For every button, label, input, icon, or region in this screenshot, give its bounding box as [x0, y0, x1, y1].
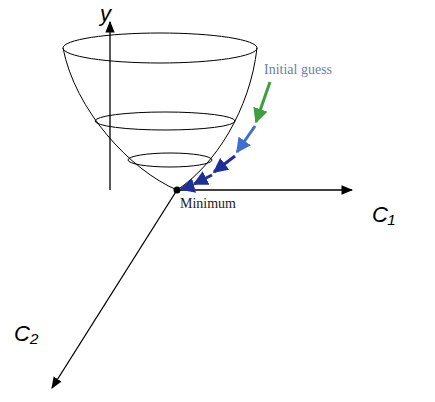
step-arrow — [214, 156, 235, 172]
bowl-right-side — [177, 48, 257, 190]
callout-label: Initial guess — [262, 62, 334, 77]
step-arrow — [194, 175, 212, 184]
step-arrow — [181, 186, 192, 189]
axis-label: C₁ — [372, 203, 395, 227]
c2-axis — [52, 190, 177, 388]
axis-label: y — [100, 2, 111, 26]
contour-ring — [95, 112, 235, 130]
bowl-left-side — [63, 48, 177, 190]
c1-axis — [177, 189, 352, 190]
contour-ring — [128, 153, 212, 167]
minimum-dot — [174, 187, 181, 194]
y-axis — [109, 22, 110, 190]
callout-label: Minimum — [178, 196, 238, 211]
step-arrow — [237, 126, 255, 152]
top-rim — [63, 33, 257, 63]
step-arrow — [256, 82, 270, 122]
axis-label: C₂ — [14, 322, 38, 346]
